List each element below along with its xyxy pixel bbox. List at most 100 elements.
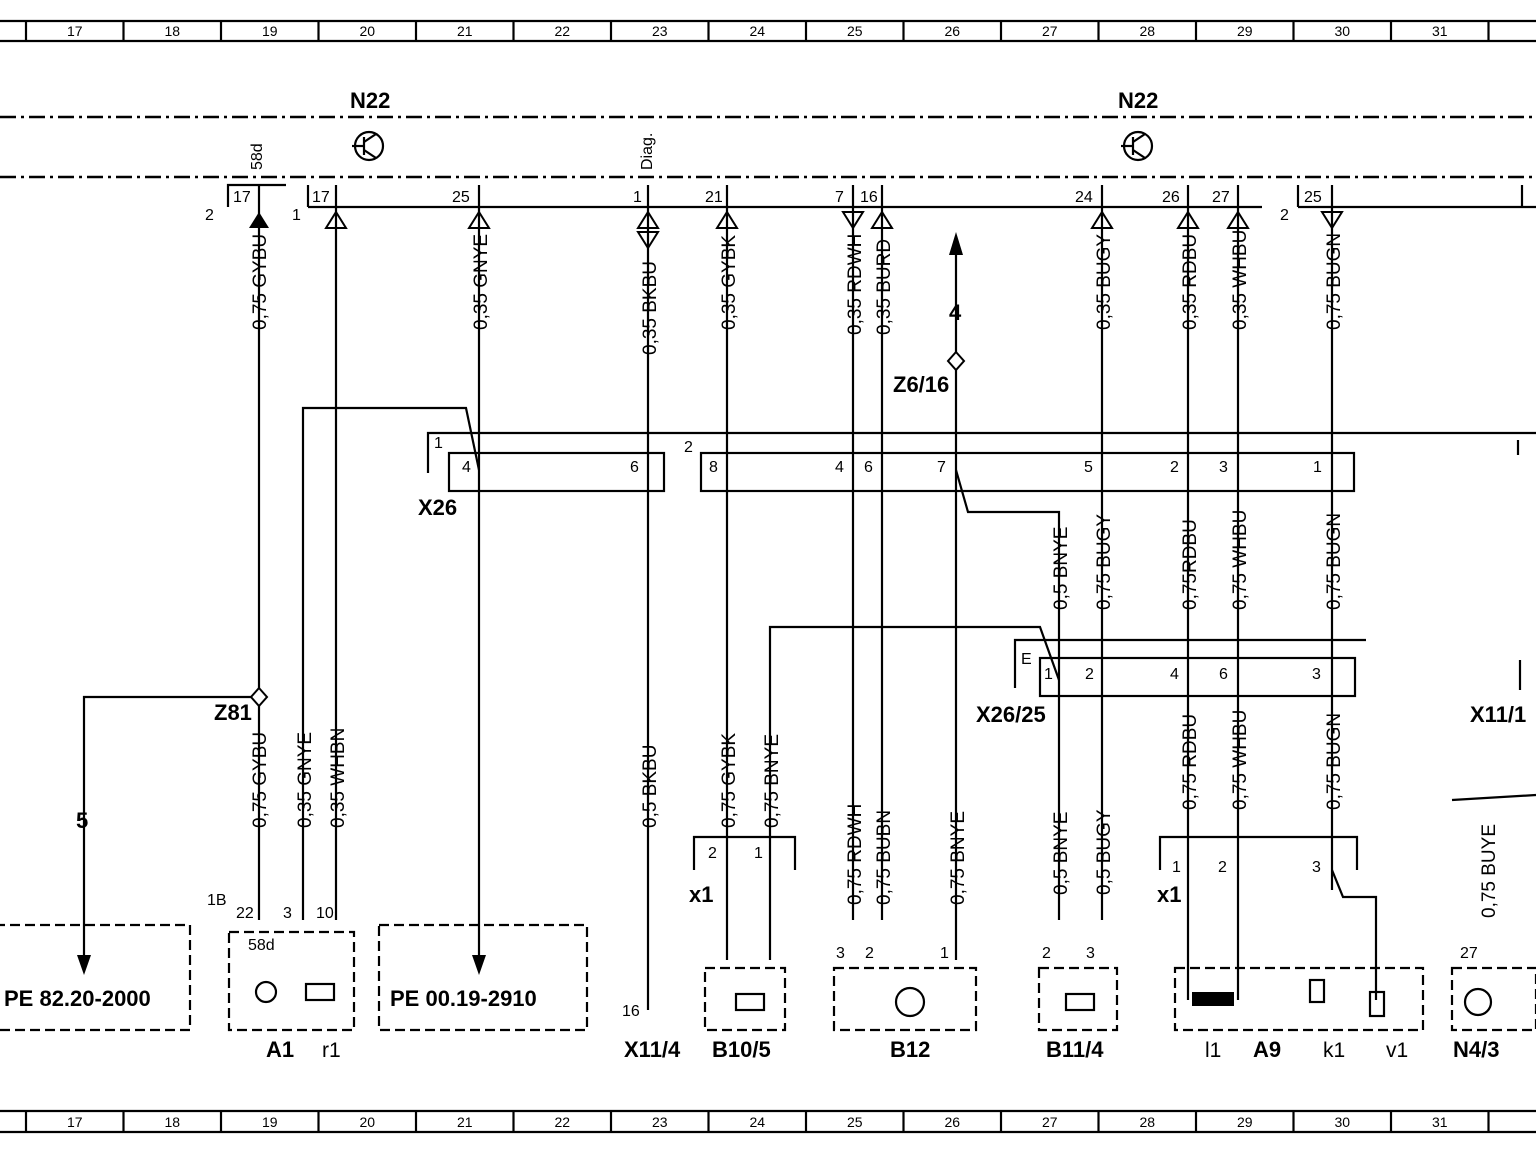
pin-label: 4 bbox=[835, 459, 844, 476]
pin-label: 3 bbox=[1312, 859, 1321, 876]
wire-label: 0,35 BUGY bbox=[1094, 234, 1115, 330]
wire-label: 0,75 GYBK bbox=[719, 733, 740, 828]
wire-label: 0,75 BUGN bbox=[1324, 713, 1345, 810]
grid-column-label: 28 bbox=[1139, 23, 1155, 39]
wire-label: 0,5 BNYE bbox=[1051, 527, 1072, 610]
pin-label: 7 bbox=[937, 459, 946, 476]
relay-icon bbox=[1308, 978, 1326, 1004]
arrow-label-5: 5 bbox=[76, 808, 88, 833]
pin-label: 2 bbox=[1085, 666, 1094, 683]
pin-label: 16 bbox=[622, 1003, 640, 1020]
reference-pe-82: PE 82.20-2000 bbox=[4, 986, 151, 1011]
component-b11-4-box bbox=[1037, 966, 1119, 1032]
wire-label: 0,75 BUGY bbox=[1094, 514, 1115, 610]
wire-label: 0,75 BNYE bbox=[762, 734, 783, 828]
wire-label: 0,35 GYBK bbox=[719, 235, 740, 330]
wire-label: 0,35 GNYE bbox=[471, 234, 492, 330]
wire-label: 0,75 RDBU bbox=[1180, 714, 1201, 810]
component-a1-box bbox=[227, 930, 356, 1032]
grid-column-label: 22 bbox=[554, 23, 570, 39]
grid-column-label: 18 bbox=[164, 1114, 180, 1130]
component-a9-box bbox=[1173, 966, 1425, 1032]
arrow-icon bbox=[77, 210, 1344, 975]
pin-label: 26 bbox=[1162, 189, 1180, 206]
wires bbox=[82, 185, 1536, 1010]
sensor-icon bbox=[254, 980, 278, 1004]
grid-column-label: 24 bbox=[749, 1114, 765, 1130]
x26-25-connector bbox=[1013, 638, 1522, 698]
transistor-icon bbox=[1121, 130, 1154, 162]
pin-label: 17 bbox=[312, 189, 330, 206]
wire-label: 0,75 BUYE bbox=[1479, 824, 1500, 918]
pin-label: 1 bbox=[633, 189, 642, 206]
splice-diamond-icon bbox=[946, 350, 966, 372]
component-label-v1: v1 bbox=[1386, 1039, 1408, 1062]
component-n4-3-box bbox=[1450, 966, 1536, 1032]
reference-box bbox=[0, 923, 192, 1032]
component-label-a9: A9 bbox=[1253, 1037, 1281, 1062]
x26-connector bbox=[426, 431, 1536, 493]
pin-label: 58d bbox=[249, 143, 266, 170]
pin-label: 2 bbox=[1218, 859, 1227, 876]
grid-column-label: 22 bbox=[554, 1114, 570, 1130]
coil-icon bbox=[1192, 992, 1234, 1006]
wire-label: 0,35 WHBN bbox=[328, 728, 349, 828]
wire-label: 0,75 BUGN bbox=[1324, 233, 1345, 330]
component-label-a1: A1 bbox=[266, 1037, 294, 1062]
component-label-b12: B12 bbox=[890, 1037, 930, 1062]
pin-label: Diag. bbox=[639, 133, 656, 170]
grid-column-label: 27 bbox=[1042, 1114, 1058, 1130]
wire-label: 0,5 BUGY bbox=[1094, 809, 1115, 895]
pin-label: 2 bbox=[1042, 945, 1051, 962]
pin-label: 1B bbox=[207, 892, 227, 909]
grid-column-label: 19 bbox=[262, 1114, 278, 1130]
pin-label: 1 bbox=[434, 435, 443, 452]
wire-label: 0,75 GYBU bbox=[250, 732, 271, 828]
transistor-icon bbox=[1463, 987, 1493, 1017]
module-label-n22-right: N22 bbox=[1118, 88, 1158, 113]
reference-box bbox=[377, 923, 589, 1032]
wire-label: 0,35 RDWH bbox=[845, 234, 866, 335]
grid-column-label: 26 bbox=[944, 23, 960, 39]
pin-label: 4 bbox=[462, 459, 471, 476]
pin-label: 3 bbox=[836, 945, 845, 962]
pin-label: 24 bbox=[1075, 189, 1093, 206]
pin-label: 2 bbox=[708, 845, 717, 862]
connector-label-z81: Z81 bbox=[214, 700, 252, 725]
wire-label: 0,5 BNYE bbox=[1051, 812, 1072, 895]
grid-column-label: 18 bbox=[164, 23, 180, 39]
pin-label: 3 bbox=[283, 905, 292, 922]
grid-column-label: 17 bbox=[67, 23, 83, 39]
pin-label: 25 bbox=[452, 189, 470, 206]
wire-label: 0,75 RDWH bbox=[845, 804, 866, 905]
connector-label-x1: x1 bbox=[689, 882, 713, 907]
grid-column-label: 21 bbox=[457, 23, 473, 39]
grid-column-label: 19 bbox=[262, 23, 278, 39]
grid-column-label: 23 bbox=[652, 1114, 668, 1130]
grid-column-label: 21 bbox=[457, 1114, 473, 1130]
resistor-icon bbox=[1064, 992, 1096, 1012]
pin-label: 58d bbox=[248, 937, 275, 954]
pin-label: 5 bbox=[1084, 459, 1093, 476]
connector-label-x11-1: X11/1 bbox=[1470, 702, 1526, 727]
diode-icon bbox=[1368, 990, 1386, 1018]
grid-column-label: 29 bbox=[1237, 23, 1253, 39]
pin-label: 17 bbox=[233, 189, 251, 206]
wire-label: 0,35 WHBU bbox=[1230, 230, 1251, 330]
grid-column-label: 29 bbox=[1237, 1114, 1253, 1130]
grid-column-label: 23 bbox=[652, 23, 668, 39]
wire-label: 0,35 BURD bbox=[874, 239, 895, 335]
wire-label: 0,35 GNYE bbox=[295, 732, 316, 828]
grid-column-label: 31 bbox=[1432, 1114, 1448, 1130]
connector-label-x26-25: X26/25 bbox=[976, 702, 1046, 727]
pin-label: 2 bbox=[1280, 207, 1289, 224]
grid-bottom bbox=[0, 1109, 1536, 1134]
grid-column-label: 28 bbox=[1139, 1114, 1155, 1130]
transistor-icon bbox=[894, 986, 926, 1018]
grid-column-label: 26 bbox=[944, 1114, 960, 1130]
resistor-icon bbox=[304, 982, 336, 1002]
pin-label: 6 bbox=[630, 459, 639, 476]
wire-label: 0,75RDBU bbox=[1180, 519, 1201, 610]
wire-label: 0,5 BKBU bbox=[640, 745, 661, 828]
